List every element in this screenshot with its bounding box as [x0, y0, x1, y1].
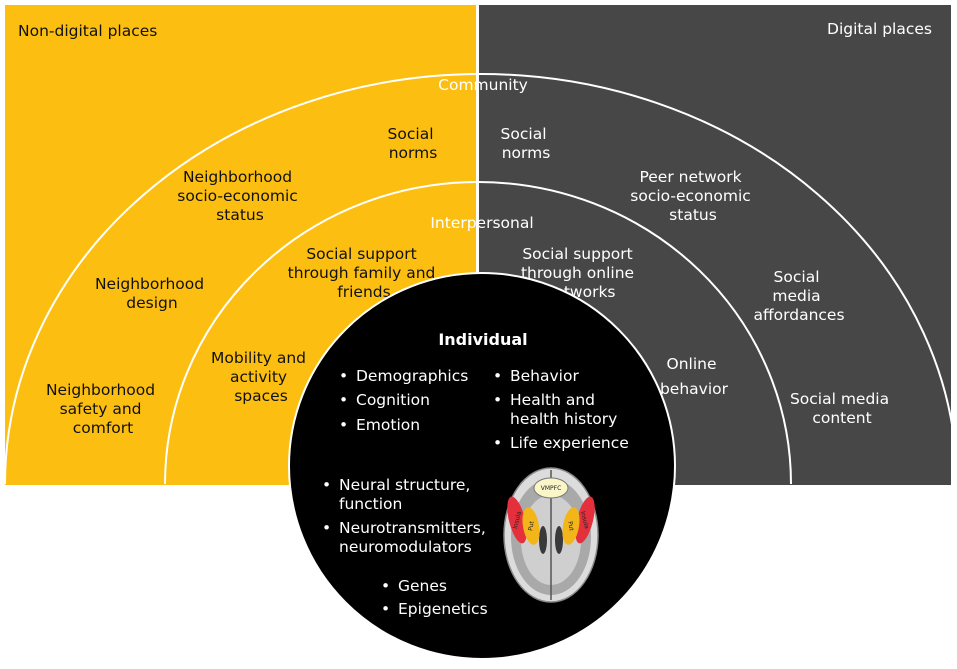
d-social-support: Social support through online networks [521, 245, 639, 301]
item-demographics: Demographics [356, 367, 468, 385]
nd-neighborhood-ses: Neighborhood socio-economic status [177, 168, 302, 224]
individual-list-col2: • Behavior • Health and health history •… [493, 367, 629, 452]
brain-putamen-right [562, 507, 580, 545]
bullet: • [493, 391, 502, 409]
community-arc [4, 73, 957, 485]
nd-social-norms: Social norms [388, 125, 439, 162]
item-neurotransmitters: Neurotransmitters, neuromodulators [339, 519, 491, 556]
d-online-behavior: Online behavior [660, 355, 729, 398]
bullet: • [339, 391, 348, 409]
brain-insula-right [575, 496, 595, 544]
item-health-history: Health and health history [510, 391, 617, 428]
item-emotion: Emotion [356, 416, 420, 434]
brain-vmpfc-region [533, 477, 569, 499]
item-behavior: Behavior [510, 367, 579, 385]
brain-ventricle-right [555, 526, 563, 554]
interpersonal-arc [164, 181, 792, 485]
interpersonal-label: Interpersonal [430, 214, 533, 232]
bullet: • [381, 600, 390, 618]
item-genes: Genes [398, 577, 447, 595]
item-neural-structure: Neural structure, function [339, 476, 475, 513]
bullet: • [322, 476, 331, 494]
insula-label-right: Insula [579, 511, 590, 530]
bullet: • [381, 577, 390, 595]
individual-list-genes: • Genes • Epigenetics [381, 577, 488, 618]
item-epigenetics: Epigenetics [398, 600, 488, 618]
bullet: • [339, 416, 348, 434]
bullet: • [493, 367, 502, 385]
bullet: • [493, 434, 502, 452]
put-label-right: Put [566, 521, 575, 532]
vmpfc-label: VMPFC [541, 485, 562, 492]
item-life-experience: Life experience [510, 434, 629, 452]
nd-neighborhood-safety: Neighborhood safety and comfort [46, 381, 160, 437]
bullet: • [339, 367, 348, 385]
brain-ventricle-left [539, 526, 547, 554]
bullet: • [322, 519, 331, 537]
non-digital-places-label: Non-digital places [18, 22, 157, 40]
d-social-media-affordances: Social media affordances [753, 268, 844, 324]
community-label: Community [438, 76, 528, 94]
d-social-media-content: Social media content [790, 390, 894, 427]
d-social-norms: Social norms [501, 125, 552, 162]
individual-list-col1: • Demographics • Cognition • Emotion [339, 367, 468, 434]
nd-neighborhood-design: Neighborhood design [95, 275, 209, 312]
put-label-left: Put [527, 520, 536, 531]
insula-label-left: Insula [512, 510, 523, 529]
individual-list-neural: • Neural structure, function • Neurotran… [322, 476, 491, 556]
brain-scan-image: VMPFC Insula Insula Put Put [503, 467, 599, 603]
nd-mobility-activity: Mobility and activity spaces [211, 349, 311, 405]
nd-social-support: Social support through family and friend… [288, 245, 441, 301]
item-cognition: Cognition [356, 391, 430, 409]
digital-places-label: Digital places [827, 20, 932, 38]
brain-insula-left [507, 496, 527, 544]
d-peer-network-ses: Peer network socio-economic status [630, 168, 755, 224]
brain-putamen-left [522, 507, 540, 545]
individual-title: Individual [438, 330, 527, 349]
